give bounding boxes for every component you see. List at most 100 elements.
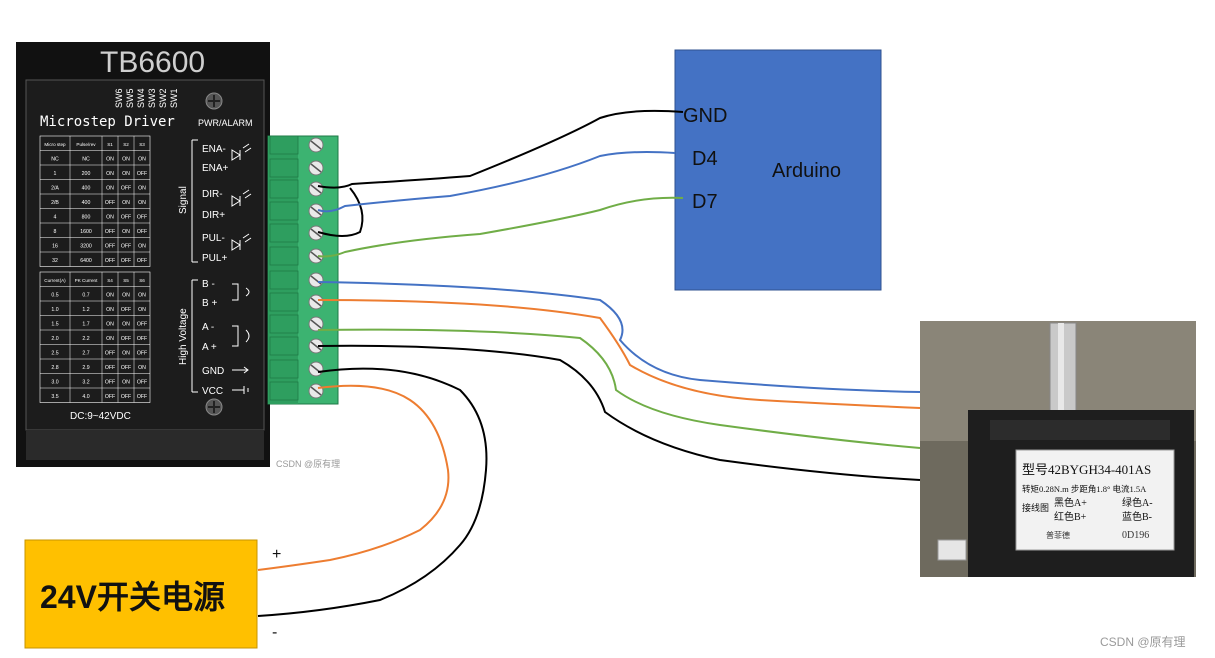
terminal-block [267, 135, 339, 405]
table-cell: ON [106, 322, 114, 328]
screw-top-slot [208, 95, 220, 107]
table-header-cell: PK Current [75, 278, 98, 283]
arduino-pin-gnd: GND [683, 105, 727, 127]
table-cell: 2/A [51, 186, 59, 192]
table-cell: ON [138, 293, 146, 299]
terminal-screw-slot [310, 319, 322, 329]
terminal-slot [269, 246, 299, 266]
table-cell: 1.7 [82, 322, 89, 328]
motor-wiring-label: 接线图 [1022, 502, 1049, 513]
table-header-cell: S6 [139, 278, 145, 283]
terminal-screw-slot [310, 163, 322, 173]
terminal-screw-slot [310, 251, 322, 261]
table-cell: ON [138, 200, 146, 206]
table-cell: OFF [105, 229, 115, 235]
table-cell: 8 [54, 229, 57, 235]
table-cell: 800 [82, 215, 91, 221]
table-cell: OFF [105, 244, 115, 250]
terminal-label: ENA- [202, 144, 226, 155]
wire-a-minus-green [317, 328, 921, 449]
table-cell: ON [106, 307, 114, 313]
motor-spec: 转矩0.28N.m 步距角1.8° 电流1.5A [1022, 484, 1147, 494]
table-cell: OFF [137, 336, 147, 342]
table-cell: ON [122, 380, 130, 386]
coil-b-icon [232, 283, 239, 301]
vcc-symbol-icon [232, 386, 249, 394]
wire-d7-to-pul-plus [317, 196, 684, 258]
table-cell: 400 [82, 200, 91, 206]
terminal-labels: ENA-ENA+DIR-DIR+PUL-PUL+B -B +A -A +GNDV… [202, 144, 229, 397]
watermark-corner: CSDN @原有理 [1100, 635, 1186, 649]
dip-switch-label: SW2 [158, 88, 168, 108]
arduino-title: Arduino [772, 160, 841, 182]
wire-b-minus-blue [317, 281, 921, 393]
signal-label: Signal [178, 186, 189, 214]
coil-a-arc-icon [245, 329, 250, 343]
driver-face [25, 79, 265, 431]
terminal-label: DIR- [202, 189, 223, 200]
table-cell: OFF [121, 336, 131, 342]
terminal-label: PUL- [202, 233, 225, 244]
wire-a-plus-black [317, 344, 921, 481]
table-cell: 1.2 [82, 307, 89, 313]
table-cell: OFF [105, 200, 115, 206]
table-cell: ON [106, 293, 114, 299]
table-border [39, 135, 151, 267]
table-header-cell: Pulse/rev [76, 142, 96, 147]
table-cell: OFF [137, 394, 147, 400]
table-header-cell: Current(A) [44, 278, 66, 283]
wire-b-plus-orange [317, 299, 921, 409]
table-cell: OFF [137, 215, 147, 221]
table-cell: 1 [54, 171, 57, 177]
wire-gnd-to-psu-minus [257, 367, 488, 617]
gnd-arrow-icon [232, 366, 249, 374]
arduino-pin-d7: D7 [692, 191, 718, 213]
table-cell: 1600 [80, 229, 92, 235]
table-cell: ON [138, 186, 146, 192]
table-cell: 4.0 [82, 394, 89, 400]
table-cell: 0.7 [82, 293, 89, 299]
table-cell: OFF [121, 215, 131, 221]
table-cell: OFF [105, 380, 115, 386]
table-cell: ON [122, 171, 130, 177]
power-supply: 24V开关电源 + - [24, 539, 281, 649]
motor-wire-a-minus: 绿色A- [1122, 496, 1153, 509]
table-cell: OFF [121, 307, 131, 313]
table-cell: 3.5 [51, 394, 58, 400]
terminal-slot [269, 359, 299, 379]
table-header-cell: Micro step [44, 142, 66, 147]
table-header-cell: S3 [139, 142, 145, 147]
table-cell: ON [138, 157, 146, 163]
terminal-slot [269, 201, 299, 221]
table-cell: OFF [137, 380, 147, 386]
table-cell: 200 [82, 171, 91, 177]
terminal-screw-slot [310, 206, 322, 216]
terminal-screw-slot [310, 228, 322, 238]
coil-a-icon [232, 325, 239, 347]
pwr-alarm-label: PWR/ALARM [198, 118, 253, 128]
table-cell: OFF [137, 351, 147, 357]
arduino-box [674, 49, 882, 291]
table-cell: ON [106, 186, 114, 192]
table-cell: 2.0 [51, 336, 58, 342]
table-header-cell: S4 [107, 278, 113, 283]
table-cell: 1.0 [51, 307, 58, 313]
table-cell: NC [51, 157, 59, 163]
psu-box [24, 539, 258, 649]
terminal-screw-slot [310, 140, 322, 150]
table-cell: 2.7 [82, 351, 89, 357]
terminal-slot [269, 270, 299, 290]
driver-base [26, 430, 264, 460]
dip-switch-label: SW3 [147, 88, 157, 108]
table-cell: 32 [52, 258, 58, 264]
terminal-label: DIR+ [202, 210, 225, 221]
table-border [39, 271, 151, 403]
motor-shaft-highlight [1058, 323, 1064, 418]
terminal-slot [269, 381, 299, 401]
table-cell: ON [122, 229, 130, 235]
dc-voltage-label: DC:9~42VDC [70, 411, 131, 422]
table-cell: 3.2 [82, 380, 89, 386]
table-cell: 2/B [51, 200, 59, 206]
